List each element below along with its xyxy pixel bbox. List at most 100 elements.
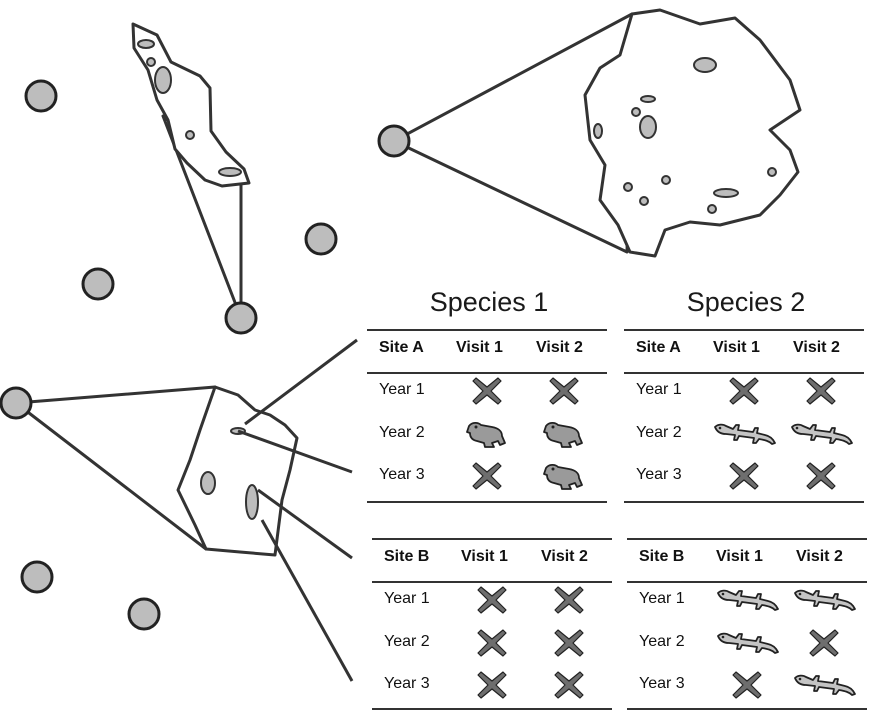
visit-1-header: Visit 1 <box>456 339 503 356</box>
detection-cell <box>789 582 859 618</box>
site-circle <box>24 79 58 113</box>
year-label: Year 2 <box>379 424 425 441</box>
detection-cell <box>534 625 604 661</box>
table-top-rule <box>372 538 612 540</box>
year-label: Year 3 <box>639 675 685 692</box>
year-label: Year 2 <box>639 633 685 650</box>
year-label: Year 2 <box>636 424 682 441</box>
detection-cell <box>529 416 599 452</box>
wetland-outline <box>583 8 802 258</box>
detection-cell <box>452 416 522 452</box>
salamander-icon <box>794 589 856 611</box>
x-mark-icon <box>729 377 759 405</box>
detection-cell <box>529 373 599 409</box>
year-label: Year 3 <box>379 466 425 483</box>
table-top-rule <box>627 538 867 540</box>
visit-2-header: Visit 2 <box>793 339 840 356</box>
visit-2-header: Visit 2 <box>796 548 843 565</box>
detection-cell <box>534 582 604 618</box>
table-top-rule <box>367 329 607 331</box>
x-mark-icon <box>477 586 507 614</box>
table-bottom-rule <box>624 501 864 503</box>
x-mark-icon <box>806 462 836 490</box>
x-mark-icon <box>472 377 502 405</box>
x-mark-icon <box>729 462 759 490</box>
species-1-title: Species 1 <box>429 287 549 317</box>
background-sites <box>20 79 338 631</box>
wetland-patch-upper-left <box>131 22 258 335</box>
table-header-rule <box>372 581 612 583</box>
year-label: Year 1 <box>384 590 430 607</box>
visit-2-header: Visit 2 <box>541 548 588 565</box>
sampled-site <box>0 386 33 420</box>
year-label: Year 1 <box>379 381 425 398</box>
salamander-icon <box>794 674 856 696</box>
detection-cell <box>529 458 599 494</box>
year-label: Year 3 <box>636 466 682 483</box>
frog-icon <box>543 421 583 448</box>
visit-1-header: Visit 1 <box>713 339 760 356</box>
site-label: Site B <box>639 548 685 565</box>
detection-cell <box>534 667 604 703</box>
table-bottom-rule <box>627 708 867 710</box>
salamander-icon <box>791 423 853 445</box>
detection-cell <box>452 458 522 494</box>
table-bottom-rule <box>367 501 607 503</box>
detection-cell <box>712 582 782 618</box>
x-mark-icon <box>554 586 584 614</box>
table-header-rule <box>627 581 867 583</box>
site-circle <box>127 597 161 631</box>
visit-1-header: Visit 1 <box>461 548 508 565</box>
table-header-rule <box>367 372 607 374</box>
site-circle <box>20 560 54 594</box>
table-header-rule <box>624 372 864 374</box>
wetland-outline <box>176 385 299 557</box>
year-label: Year 2 <box>384 633 430 650</box>
site-label: Site B <box>384 548 430 565</box>
site-circle <box>81 267 115 301</box>
salamander-icon <box>717 632 779 654</box>
x-mark-icon <box>549 377 579 405</box>
detection-cell <box>786 373 856 409</box>
species-2-site-a-table: Site A Visit 1 Visit 2 Year 1 Year 2 Year 3 <box>624 329 864 505</box>
x-mark-icon <box>472 462 502 490</box>
site-label: Site A <box>379 339 424 356</box>
x-mark-icon <box>806 377 836 405</box>
wetland-patch-upper-right <box>377 8 802 258</box>
species-2-title: Species 2 <box>686 287 806 317</box>
sampled-site <box>377 124 411 158</box>
table-top-rule <box>624 329 864 331</box>
salamander-icon <box>717 589 779 611</box>
detection-cell <box>789 667 859 703</box>
visit-1-header: Visit 1 <box>716 548 763 565</box>
x-mark-icon <box>732 671 762 699</box>
year-label: Year 3 <box>384 675 430 692</box>
table-bottom-rule <box>372 708 612 710</box>
detection-cell <box>712 625 782 661</box>
wetland-patch-lower-left <box>0 338 358 682</box>
detection-cell <box>789 625 859 661</box>
detection-cell <box>786 416 856 452</box>
year-label: Year 1 <box>636 381 682 398</box>
detection-cell <box>457 667 527 703</box>
detection-cell <box>452 373 522 409</box>
year-label: Year 1 <box>639 590 685 607</box>
detection-cell <box>457 582 527 618</box>
site-label: Site A <box>636 339 681 356</box>
frog-icon <box>543 463 583 490</box>
detection-cell <box>786 458 856 494</box>
site-circle <box>304 222 338 256</box>
wetland-outline <box>131 22 251 188</box>
x-mark-icon <box>554 629 584 657</box>
x-mark-icon <box>554 671 584 699</box>
frog-icon <box>466 421 506 448</box>
callout-lines <box>237 338 358 682</box>
view-cone <box>14 385 217 551</box>
species-2-site-b-table: Site B Visit 1 Visit 2 Year 1 Year 2 Year 3 <box>627 538 867 712</box>
x-mark-icon <box>477 629 507 657</box>
detection-cell <box>709 458 779 494</box>
x-mark-icon <box>477 671 507 699</box>
detection-cell <box>457 625 527 661</box>
